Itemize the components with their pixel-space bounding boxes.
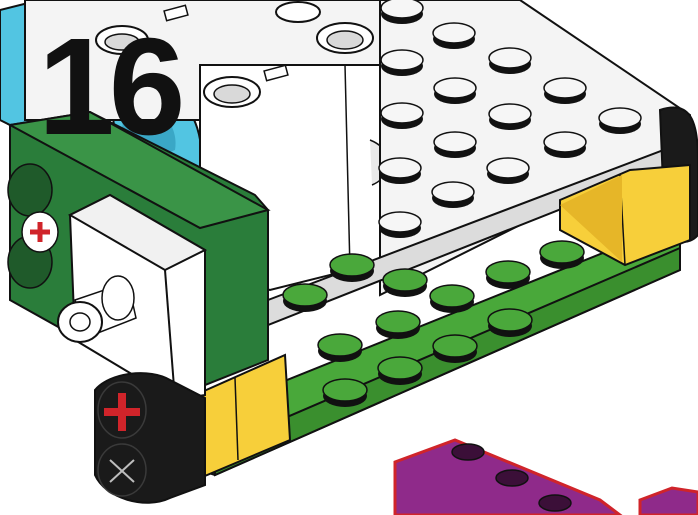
step-number: 16 [38, 18, 180, 156]
black-wedge-belt-wheel [95, 373, 205, 503]
purple-beam [395, 440, 698, 515]
